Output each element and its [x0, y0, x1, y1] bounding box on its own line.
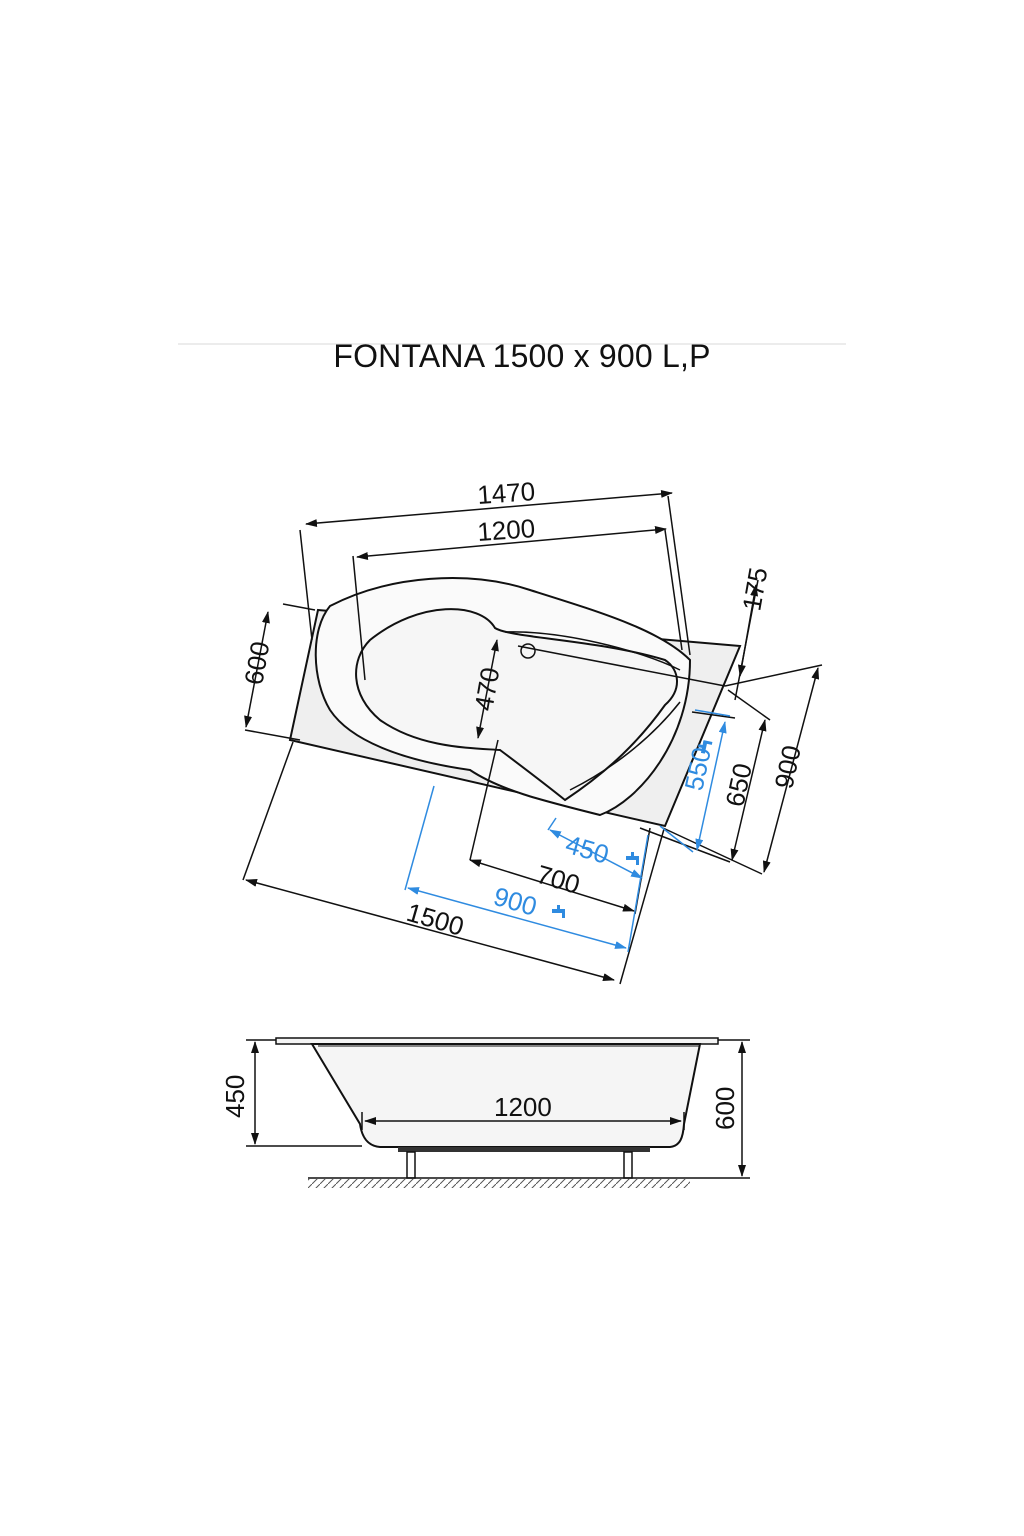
dim-line-1200 — [356, 526, 667, 560]
seat-curve — [504, 631, 681, 671]
label-700: 700 — [533, 859, 583, 900]
dim-line-600 — [244, 611, 270, 728]
tub-rim-side — [275, 1037, 719, 1045]
leg-right — [623, 1151, 633, 1179]
label-1500: 1500 — [403, 897, 467, 942]
extension-lines-water — [404, 709, 731, 953]
dim-line-470 — [476, 639, 499, 739]
drain-icon — [520, 643, 536, 659]
label-1200: 1200 — [476, 513, 536, 547]
backrest-curve — [569, 701, 681, 791]
floor-hatch — [308, 1179, 690, 1188]
label-side-1200: 1200 — [494, 1092, 552, 1122]
top-view: 1470 1200 175 600 470 550 650 900 450 70… — [238, 476, 823, 985]
header-divider — [178, 343, 846, 345]
leg-left — [406, 1151, 416, 1179]
faucet-icon — [626, 852, 639, 865]
dim-line-550 — [695, 721, 727, 851]
label-600: 600 — [238, 639, 275, 687]
dim-line-900-water — [407, 887, 627, 949]
label-1470: 1470 — [476, 476, 536, 510]
side-view: 450 1200 600 — [220, 1037, 750, 1188]
label-650: 650 — [720, 761, 758, 810]
dim-line-650 — [730, 719, 767, 861]
dim-line-175 — [737, 584, 759, 677]
faucet-icons — [552, 740, 713, 918]
dim-line-450 — [549, 829, 643, 879]
label-side-450: 450 — [220, 1075, 250, 1118]
label-450: 450 — [562, 829, 612, 870]
base-plate — [398, 1147, 650, 1152]
dim-line-900 — [762, 667, 820, 873]
label-side-600: 600 — [710, 1087, 740, 1130]
label-175: 175 — [736, 565, 773, 613]
page-title: FONTANA 1500 x 900 L,P — [333, 338, 711, 374]
faucet-icon — [552, 905, 565, 918]
label-470: 470 — [468, 665, 505, 713]
faucet-icon — [698, 740, 713, 754]
dim-line-1470 — [305, 489, 673, 528]
tub-basin — [355, 608, 678, 802]
label-900: 900 — [769, 743, 807, 792]
